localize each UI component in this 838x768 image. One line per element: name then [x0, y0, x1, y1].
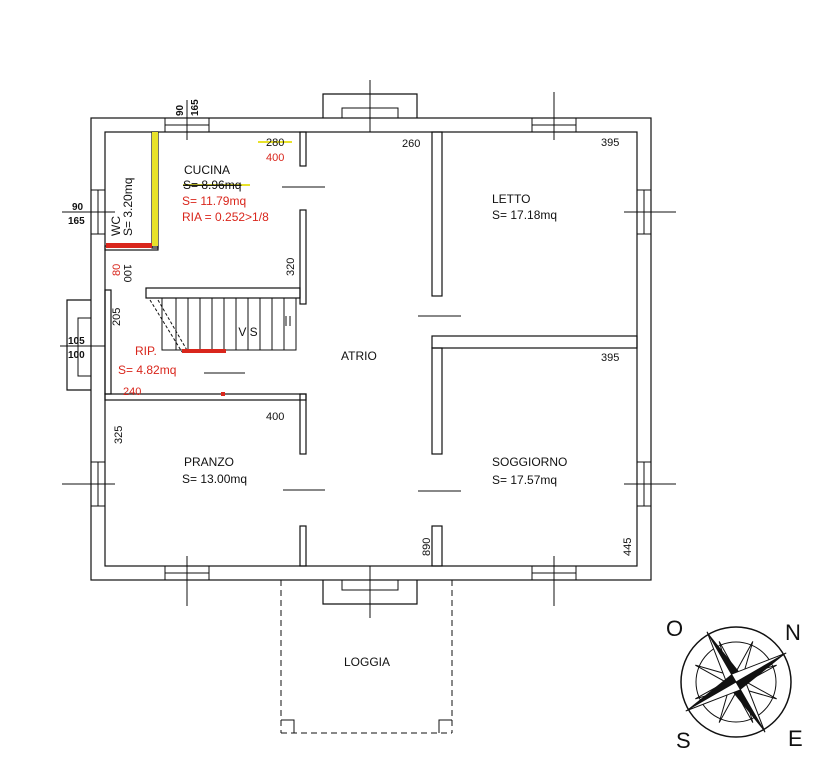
dim-320-group: 320: [285, 258, 297, 276]
room-label-atrio: ATRIO: [341, 349, 377, 363]
dim-325-group: 325: [113, 426, 125, 444]
dim-80-group: 80: [111, 264, 123, 276]
dim-205-group: 205: [111, 308, 123, 326]
window-left-den: 165: [68, 216, 85, 227]
room-area-rip: S= 4.82mq: [118, 363, 176, 377]
dim-320: 320: [285, 258, 297, 276]
window-top-den: 165: [190, 99, 201, 116]
wc-labels: WC S= 3.20mq: [109, 178, 135, 236]
room-label-soggiorno: SOGGIORNO: [492, 455, 567, 469]
room-ria-cucina: RIA = 0.252>1/8: [182, 210, 269, 224]
dim-890-group: 890: [421, 538, 433, 556]
dim-205: 205: [111, 308, 123, 326]
compass-s-label: S: [676, 728, 691, 753]
dim-260: 260: [402, 138, 420, 150]
windows: [62, 92, 676, 606]
dim-395-mid: 395: [601, 352, 619, 364]
window-top-num: 90: [175, 104, 186, 116]
loggia: [280, 580, 453, 734]
top-bay: [322, 80, 418, 132]
compass-o-label: O: [666, 616, 683, 641]
red-wall-marker: [106, 243, 152, 248]
dim-325: 325: [113, 426, 125, 444]
room-area-wc: S= 3.20mq: [121, 178, 135, 236]
room-label-cucina: CUCINA: [184, 163, 230, 177]
window-top-fraction-den: 165: [190, 99, 201, 116]
dim-445-group: 445: [622, 538, 634, 556]
dim-395-top: 395: [601, 137, 619, 149]
room-area-soggiorno: S= 17.57mq: [492, 473, 557, 487]
room-label-pranzo: PRANZO: [184, 455, 234, 469]
dim-240: 240: [123, 386, 141, 398]
room-area-cucina: S= 11.79mq: [182, 194, 246, 208]
dim-445: 445: [622, 538, 634, 556]
dim-80: 80: [111, 264, 123, 276]
room-area-cucina-old: S= 8.96mq: [183, 178, 241, 192]
room-area-letto: S= 17.18mq: [492, 208, 557, 222]
dim-100-group: 100: [121, 264, 133, 282]
bottom-bay: [322, 566, 418, 618]
left-door-projection: [60, 299, 105, 391]
stair-label: V S: [238, 325, 257, 339]
room-label-wc: WC: [109, 216, 123, 236]
dim-280: 280: [266, 137, 284, 149]
room-label-rip: RIP.: [135, 344, 157, 358]
dim-890: 890: [421, 538, 433, 556]
door-left-den: 100: [68, 350, 85, 361]
annotations-colored: [106, 132, 292, 396]
window-top-fraction: 90: [175, 104, 186, 116]
red-small-marker: [221, 392, 225, 396]
compass-rose-icon: [680, 626, 792, 738]
dim-100: 100: [121, 264, 133, 282]
dim-400-red: 400: [266, 152, 284, 164]
window-left-num: 90: [72, 202, 84, 213]
yellow-wall-marker: [152, 132, 158, 246]
compass-e-label: E: [788, 726, 803, 751]
compass-n-label: N: [785, 620, 801, 645]
room-label-letto: LETTO: [492, 192, 530, 206]
red-stair-marker: [182, 349, 226, 353]
door-left-num: 105: [68, 336, 85, 347]
dim-400: 400: [266, 411, 284, 423]
room-area-pranzo: S= 13.00mq: [182, 472, 247, 486]
room-label-loggia: LOGGIA: [344, 655, 390, 669]
